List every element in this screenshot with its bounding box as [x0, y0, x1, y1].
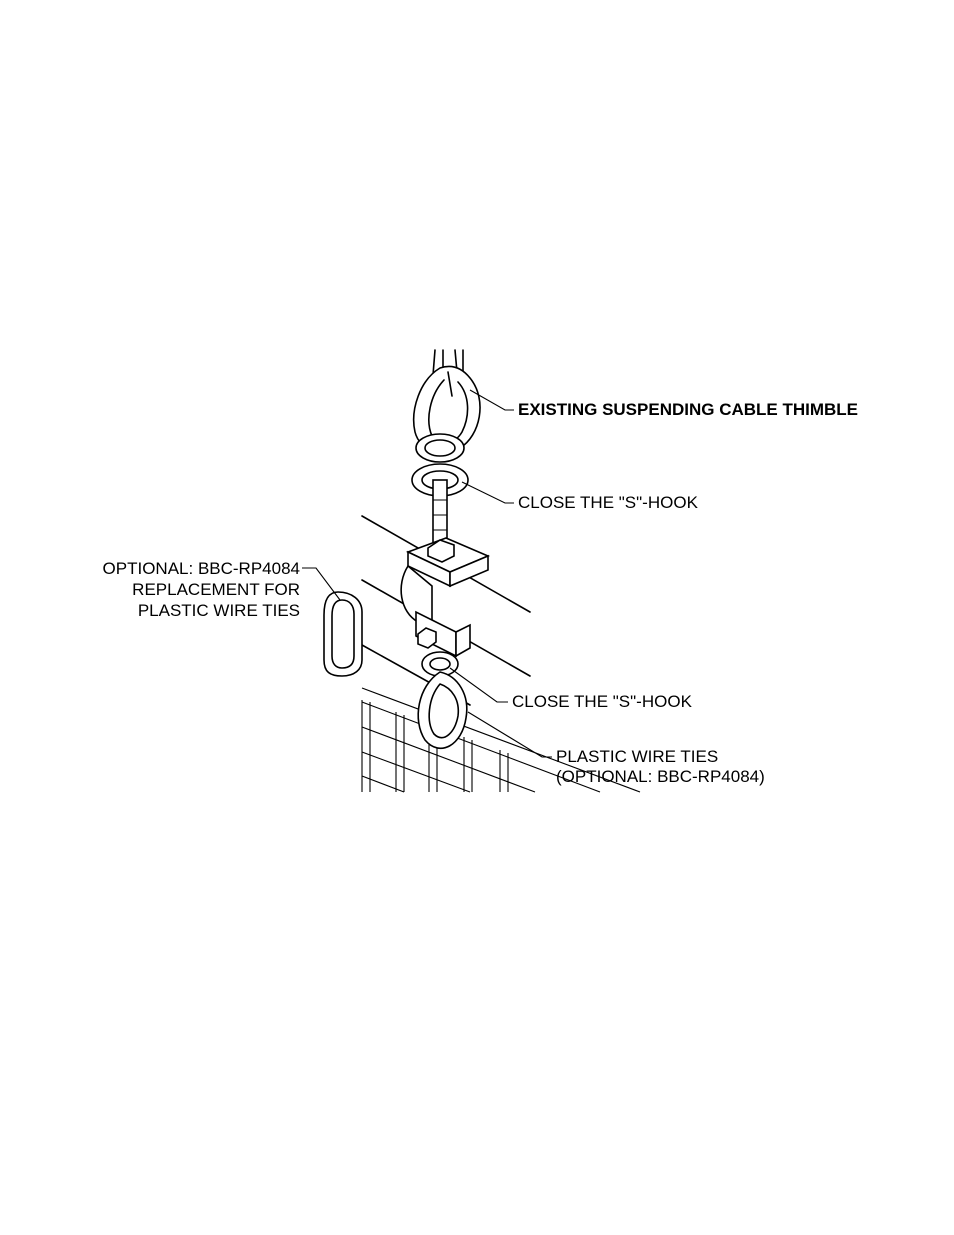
label-optional-line2: REPLACEMENT FOR [132, 580, 300, 599]
label-cable-thimble: EXISTING SUSPENDING CABLE THIMBLE [518, 400, 859, 419]
replacement-link-icon [323, 591, 363, 677]
leader-lines [302, 389, 552, 758]
lower-s-hook [417, 651, 468, 750]
label-close-hook-top: CLOSE THE "S"-HOOK [518, 493, 698, 512]
pipe-clamp [400, 537, 491, 658]
label-wire-ties-line1: PLASTIC WIRE TIES [556, 747, 719, 766]
label-wire-ties-line2: (OPTIONAL: BBC-RP4084) [556, 767, 765, 786]
label-optional-line1: OPTIONAL: BBC-RP4084 [102, 559, 300, 578]
label-optional-line3: PLASTIC WIRE TIES [137, 601, 300, 620]
label-close-hook-bottom: CLOSE THE "S"-HOOK [512, 692, 692, 711]
threaded-rod [432, 479, 448, 551]
